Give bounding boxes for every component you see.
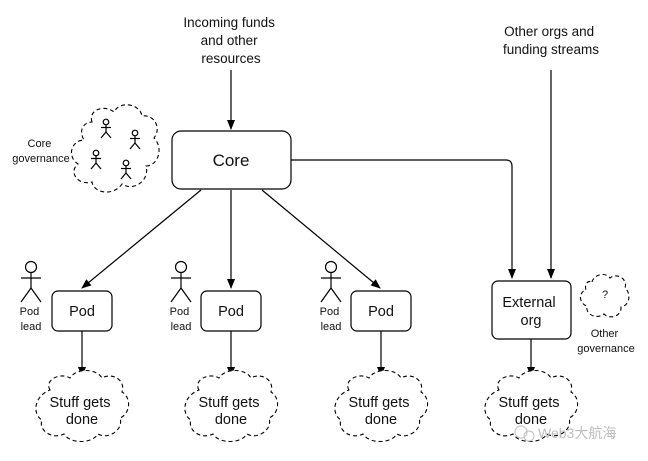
external-org: External org Stuff gets done xyxy=(484,280,579,443)
pod-node-label: Pod xyxy=(218,304,244,320)
outcome-cloud xyxy=(484,369,579,443)
core-node-label: Core xyxy=(213,151,250,170)
outcome-label: Stuff gets done xyxy=(498,395,563,428)
edge-core-pod-1 xyxy=(81,189,202,289)
pod-lead-label: Pod lead xyxy=(320,306,343,333)
other-orgs-label: Other orgs and funding streams xyxy=(503,24,599,57)
watermark-text: Web3大航海 xyxy=(538,425,616,441)
question-mark: ? xyxy=(602,289,608,301)
outcome-cloud xyxy=(35,369,130,443)
pod-lead-label: Pod lead xyxy=(20,306,43,333)
pod-node-label: Pod xyxy=(368,304,394,320)
outcome-cloud xyxy=(184,369,279,443)
pod-3: Pod lead Pod Stuff gets done xyxy=(320,260,429,443)
pod-lead-label: Pod lead xyxy=(170,306,193,333)
core-governance-cloud xyxy=(70,104,160,193)
core-governance-label: Core governance xyxy=(12,138,70,165)
pod-node-label: Pod xyxy=(69,304,95,320)
outcome-cloud xyxy=(334,369,429,443)
incoming-label: Incoming funds and other resources xyxy=(183,15,278,66)
edge-core-external xyxy=(291,159,516,279)
other-governance-cloud xyxy=(579,273,630,318)
outcome-label: Stuff gets done xyxy=(49,395,114,428)
pod-lead-figure xyxy=(170,260,192,303)
external-org-label: External org xyxy=(502,295,559,329)
other-governance-label: Other governance xyxy=(577,328,635,355)
outcome-label: Stuff gets done xyxy=(348,395,413,428)
pod-1: Pod lead Pod Stuff gets done xyxy=(20,260,130,443)
pod-lead-figure xyxy=(20,260,42,303)
watermark: Web3大航海 xyxy=(514,425,616,442)
outcome-label: Stuff gets done xyxy=(198,395,263,428)
pod-2: Pod lead Pod Stuff gets done xyxy=(170,260,279,443)
other-governance: ? Other governance xyxy=(577,273,635,355)
edge-core-pod-3 xyxy=(261,189,381,289)
pod-lead-figure xyxy=(320,260,342,303)
